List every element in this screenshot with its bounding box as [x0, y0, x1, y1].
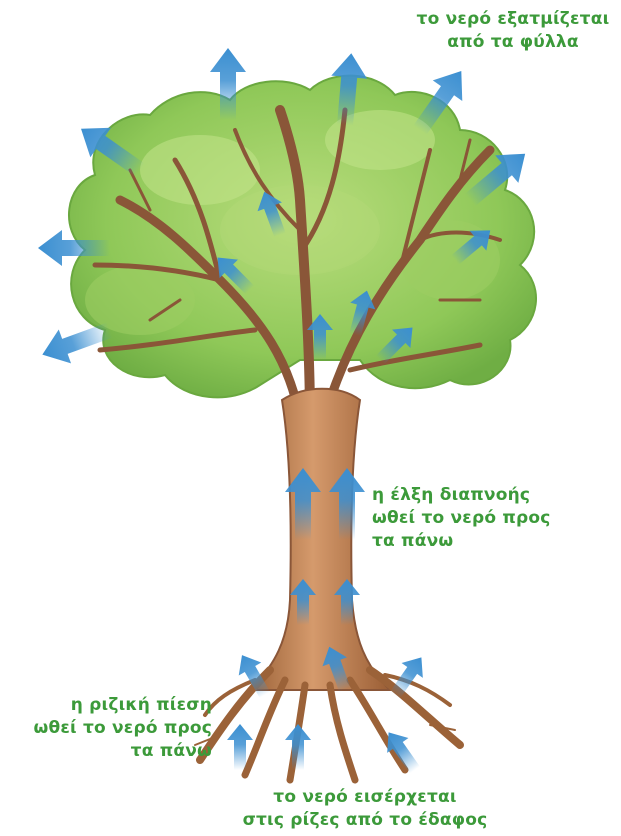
evaporation-label: το νερό εξατμίζεται από τα φύλλα	[405, 8, 621, 54]
tree-trunk	[250, 389, 390, 690]
water-flow-arrow-icon	[227, 642, 432, 777]
water-enters-label: το νερό εισέρχεται στις ρίζες από το έδα…	[200, 786, 530, 832]
transpiration-pull-label: η έλξη διαπνοής ωθεί το νερό προς τα πάν…	[372, 484, 551, 553]
root-pressure-label: η ριζική πίεση ωθεί το νερό προς τα πάνω	[0, 694, 212, 763]
